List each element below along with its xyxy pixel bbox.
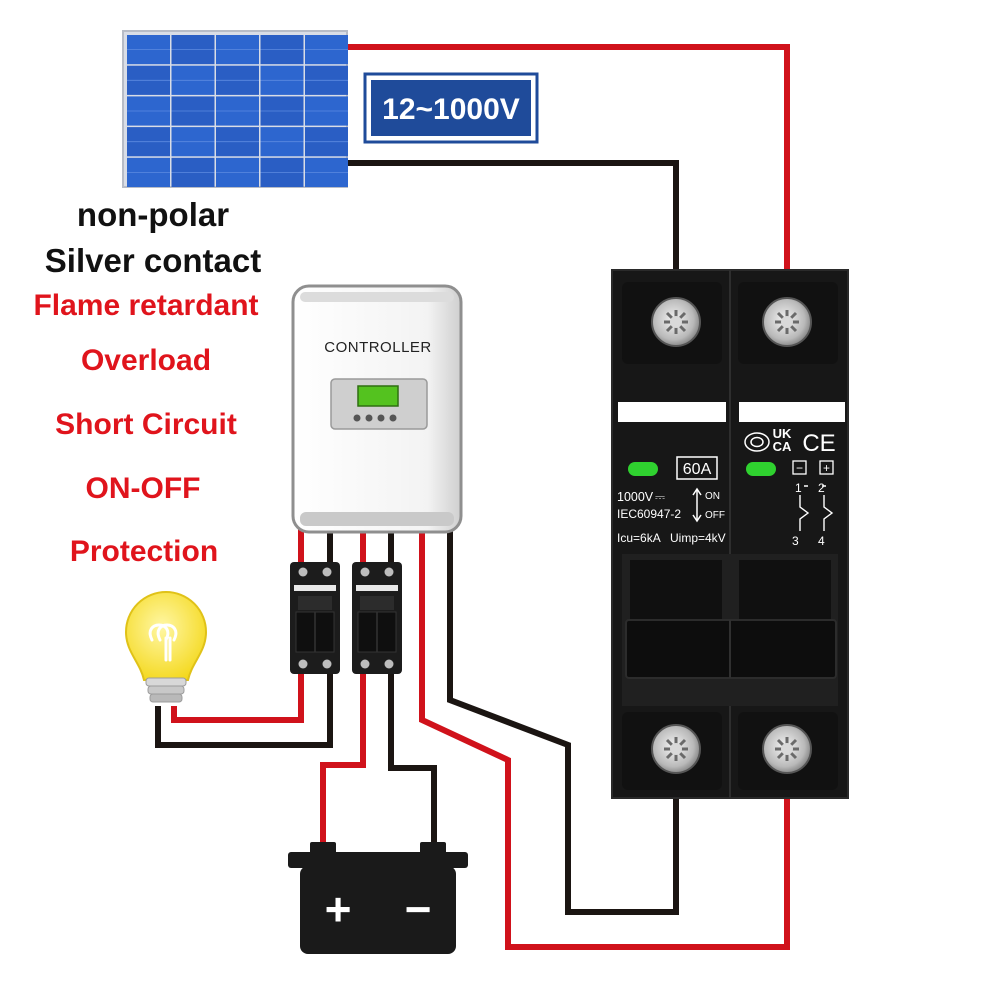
ce-mark: CE bbox=[802, 430, 835, 457]
feature-on-off: ON-OFF bbox=[86, 472, 201, 505]
screw-terminal-icon bbox=[651, 724, 701, 774]
feature-overload: Overload bbox=[81, 344, 211, 377]
wire-load-negative bbox=[155, 672, 333, 748]
screw-terminal-icon bbox=[762, 724, 812, 774]
terminal-2: 2 bbox=[818, 481, 825, 495]
controller-unit: CONTROLLER bbox=[291, 284, 463, 534]
mini-breaker-1 bbox=[290, 562, 340, 674]
screw-terminal-icon bbox=[651, 297, 701, 347]
wire-load-positive bbox=[171, 672, 304, 723]
wire-breaker-out-negative bbox=[447, 528, 679, 915]
breaker-plus-sign: + bbox=[823, 461, 830, 475]
feature-non-polar: non-polar bbox=[77, 196, 229, 233]
wires bbox=[155, 44, 790, 950]
breaker-indicator-right bbox=[746, 462, 776, 476]
breaker-minus-sign: − bbox=[796, 461, 803, 475]
battery-minus: − bbox=[405, 883, 432, 935]
svg-text:CA: CA bbox=[773, 439, 792, 454]
wire-battery-positive bbox=[320, 672, 366, 850]
voltage-badge: 12~1000V bbox=[363, 72, 539, 144]
breaker-on-label: ON bbox=[705, 491, 720, 502]
controller-display bbox=[357, 385, 399, 407]
main-breaker: 60A 1000V ⎓ IEC60947-2 ON OFF Icu=6kA Ui… bbox=[611, 269, 849, 799]
feature-protection: Protection bbox=[70, 535, 218, 568]
battery-plus: + bbox=[325, 883, 352, 935]
mini-breaker-2 bbox=[352, 562, 402, 674]
feature-list: non-polar Silver contact Flame retardant… bbox=[33, 196, 261, 568]
wire-solar-positive bbox=[345, 44, 790, 272]
breaker-voltage: 1000V bbox=[617, 490, 654, 504]
screw-terminal-icon bbox=[762, 297, 812, 347]
controller-buttons bbox=[353, 414, 397, 422]
breaker-uimp: Uimp=4kV bbox=[670, 531, 726, 545]
feature-short-circuit: Short Circuit bbox=[55, 408, 237, 441]
feature-silver-contact: Silver contact bbox=[45, 242, 261, 279]
breaker-icu: Icu=6kA bbox=[617, 531, 661, 545]
terminal-1: 1 bbox=[795, 481, 802, 495]
solar-panel-icon bbox=[122, 30, 348, 188]
feature-flame-retardant: Flame retardant bbox=[33, 289, 258, 322]
light-bulb-icon bbox=[124, 591, 208, 703]
terminal-4: 4 bbox=[818, 534, 825, 548]
breaker-rating: 60A bbox=[683, 461, 712, 478]
breaker-off-label: OFF bbox=[705, 510, 725, 521]
breaker-circuit-symbol bbox=[799, 485, 834, 531]
breaker-label-strip-left bbox=[618, 402, 726, 422]
breaker-label-strip-right bbox=[739, 402, 845, 422]
breaker-dc-symbol: ⎓ bbox=[655, 490, 665, 504]
breaker-standard: IEC60947-2 bbox=[617, 507, 681, 521]
battery-icon: + − bbox=[288, 842, 468, 954]
breaker-indicator-left bbox=[628, 462, 658, 476]
wire-breaker-out-positive bbox=[419, 528, 790, 950]
terminal-3: 3 bbox=[792, 534, 799, 548]
ccc-mark bbox=[744, 432, 770, 452]
controller-label: CONTROLLER bbox=[324, 339, 432, 356]
ukca-mark: UK CA bbox=[773, 426, 792, 454]
svg-text:UK: UK bbox=[773, 426, 792, 441]
wire-solar-negative bbox=[345, 160, 679, 272]
wire-battery-negative bbox=[388, 672, 437, 850]
voltage-badge-text: 12~1000V bbox=[382, 93, 520, 126]
